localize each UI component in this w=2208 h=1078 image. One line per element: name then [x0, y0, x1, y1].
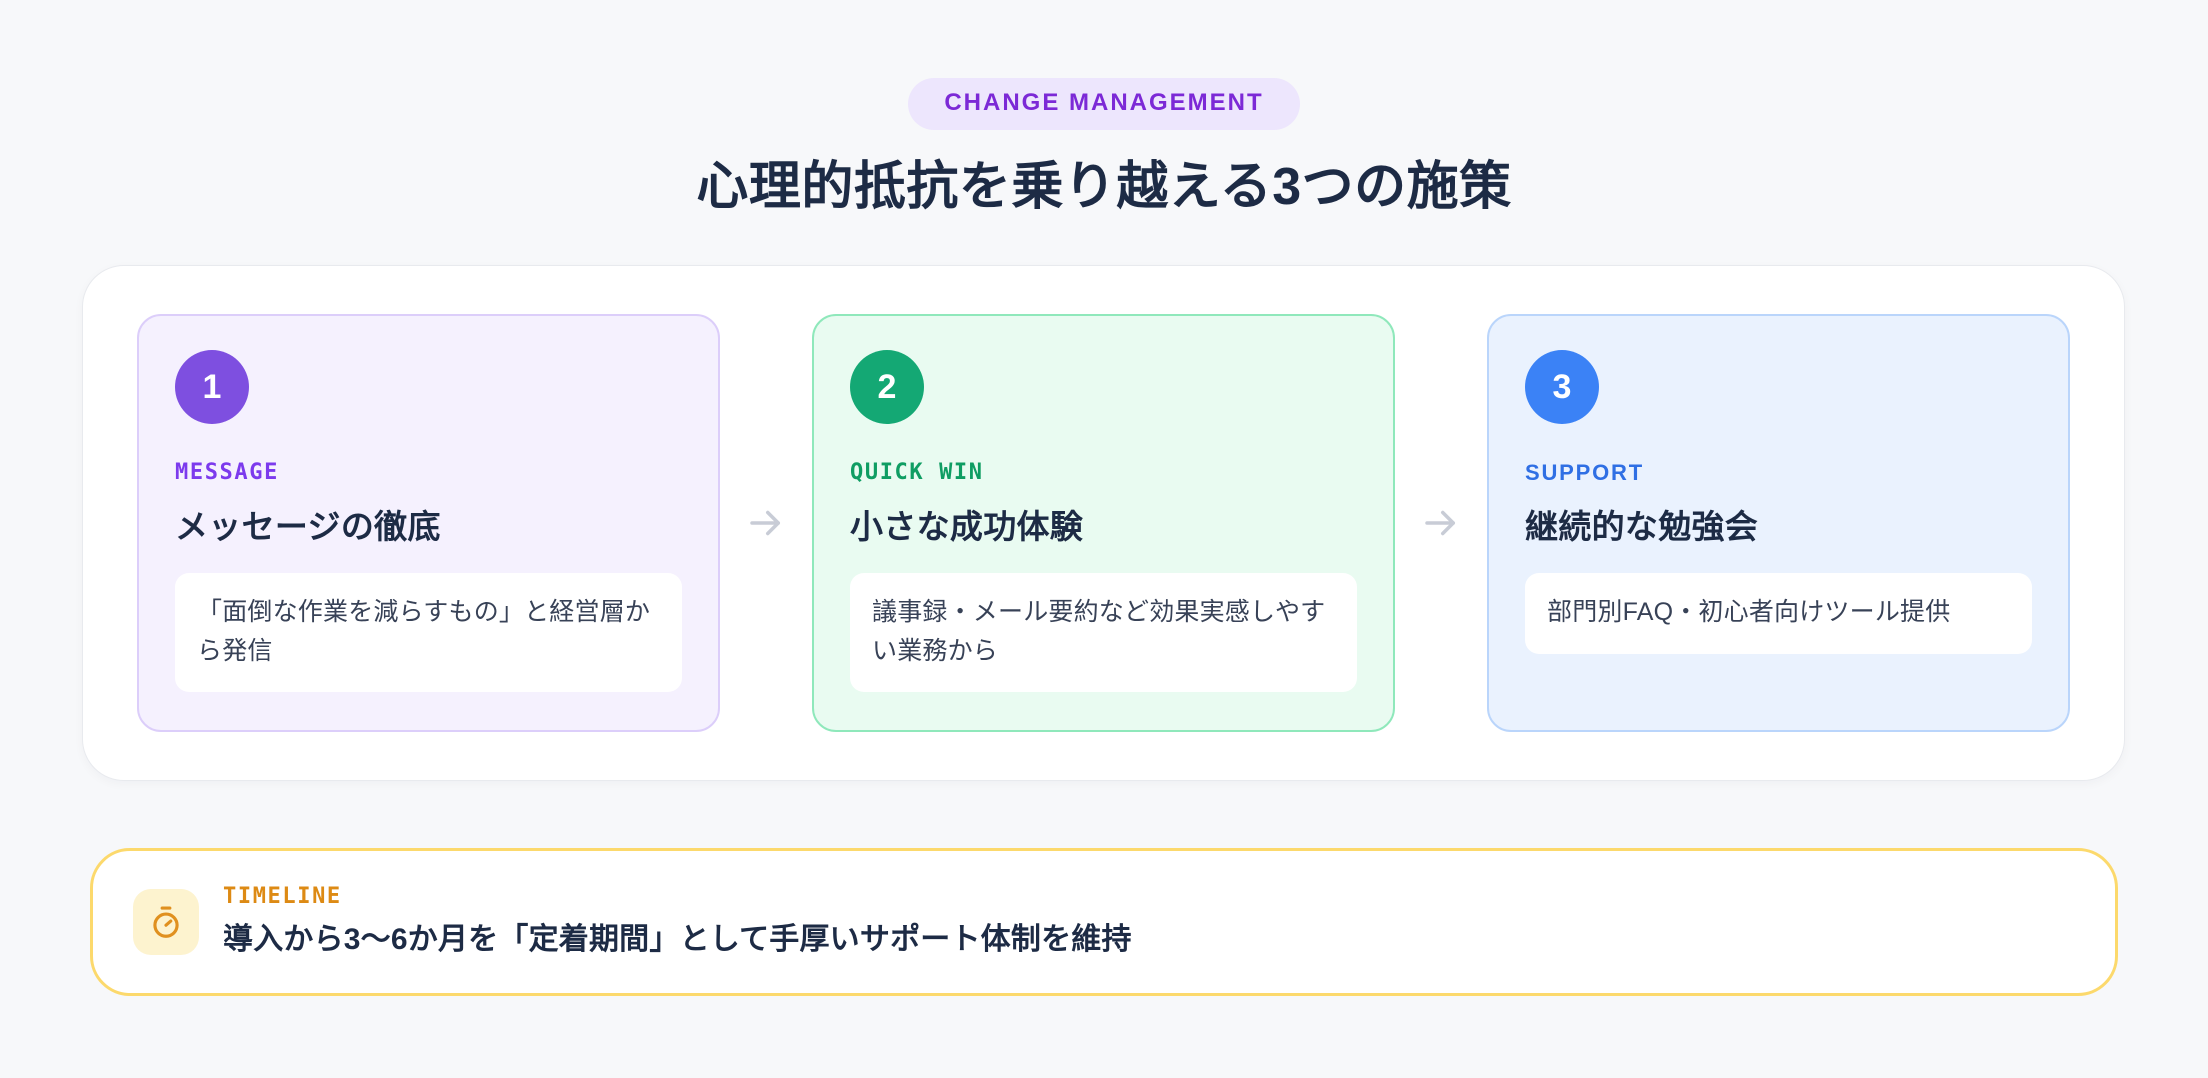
page-title: 心理的抵抗を乗り越える3つの施策	[696, 158, 1512, 216]
steps-panel: 1 MESSAGE メッセージの徹底 「面倒な作業を減らすもの」と経営層から発信…	[82, 265, 2125, 781]
section-eyebrow-badge: CHANGE MANAGEMENT	[908, 78, 1300, 130]
steps-row: 1 MESSAGE メッセージの徹底 「面倒な作業を減らすもの」と経営層から発信…	[137, 313, 2070, 733]
step-card-quick-win[interactable]: 2 QUICK WIN 小さな成功体験 議事録・メール要約など効果実感しやすい業…	[812, 313, 1395, 733]
step-note: 「面倒な作業を減らすもの」と経営層から発信	[175, 572, 682, 693]
timeline-banner: TIMELINE 導入から3〜6か月を「定着期間」として手厚いサポート体制を維持	[90, 848, 2118, 996]
step-kicker-label: SUPPORT	[1525, 459, 1644, 485]
stopwatch-icon	[133, 889, 199, 955]
timeline-text: TIMELINE 導入から3〜6か月を「定着期間」として手厚いサポート体制を維持	[223, 886, 1132, 958]
step-title: 継続的な勉強会	[1525, 507, 1759, 545]
step-card-support[interactable]: 3 SUPPORT 継続的な勉強会 部門別FAQ・初心者向けツール提供	[1487, 313, 2070, 733]
step-note: 議事録・メール要約など効果実感しやすい業務から	[850, 572, 1357, 693]
arrow-right-icon	[720, 314, 812, 733]
step-kicker-label: MESSAGE	[175, 459, 279, 485]
arrow-right-icon	[1395, 314, 1487, 733]
step-title: 小さな成功体験	[850, 507, 1084, 545]
step-number-badge: 1	[175, 349, 249, 424]
step-number-badge: 2	[850, 349, 924, 424]
timeline-title: 導入から3〜6か月を「定着期間」として手厚いサポート体制を維持	[223, 923, 1132, 956]
step-kicker-label: QUICK WIN	[850, 459, 984, 485]
step-card-message[interactable]: 1 MESSAGE メッセージの徹底 「面倒な作業を減らすもの」と経営層から発信	[137, 313, 720, 733]
step-number-badge: 3	[1525, 349, 1599, 424]
timeline-kicker-label: TIMELINE	[223, 884, 342, 909]
header: CHANGE MANAGEMENT 心理的抵抗を乗り越える3つの施策	[0, 0, 2208, 218]
step-note: 部門別FAQ・初心者向けツール提供	[1525, 572, 2032, 654]
step-title: メッセージの徹底	[175, 507, 441, 545]
